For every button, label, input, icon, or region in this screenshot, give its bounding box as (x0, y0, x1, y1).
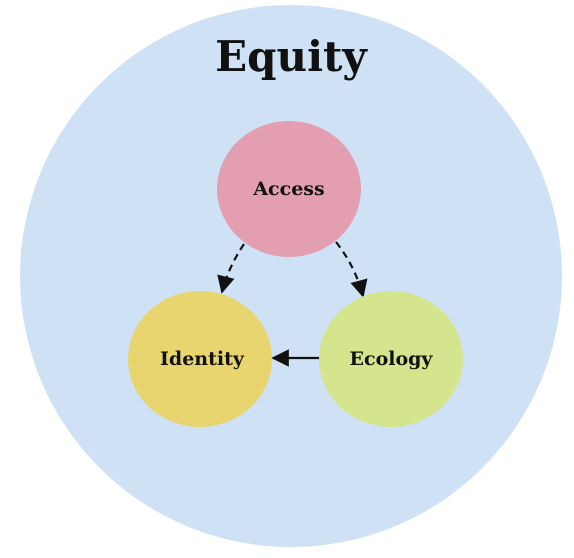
node-access-label: Access (252, 178, 324, 200)
node-access-circle (217, 121, 361, 257)
node-identity: Identity (128, 291, 272, 427)
node-access: Access (217, 121, 361, 257)
edge-access-to-identity (217, 243, 245, 294)
outer-circle-equity (20, 5, 562, 547)
node-identity-label: Identity (160, 348, 245, 370)
node-ecology: Ecology (319, 291, 463, 427)
outer-circle-group: Equity (20, 5, 562, 547)
node-ecology-circle (319, 291, 463, 427)
edge-access-to-ecology (335, 241, 368, 298)
outer-title: Equity (215, 32, 368, 81)
node-ecology-label: Ecology (350, 348, 434, 370)
edges (217, 241, 368, 367)
node-identity-circle (128, 291, 272, 427)
